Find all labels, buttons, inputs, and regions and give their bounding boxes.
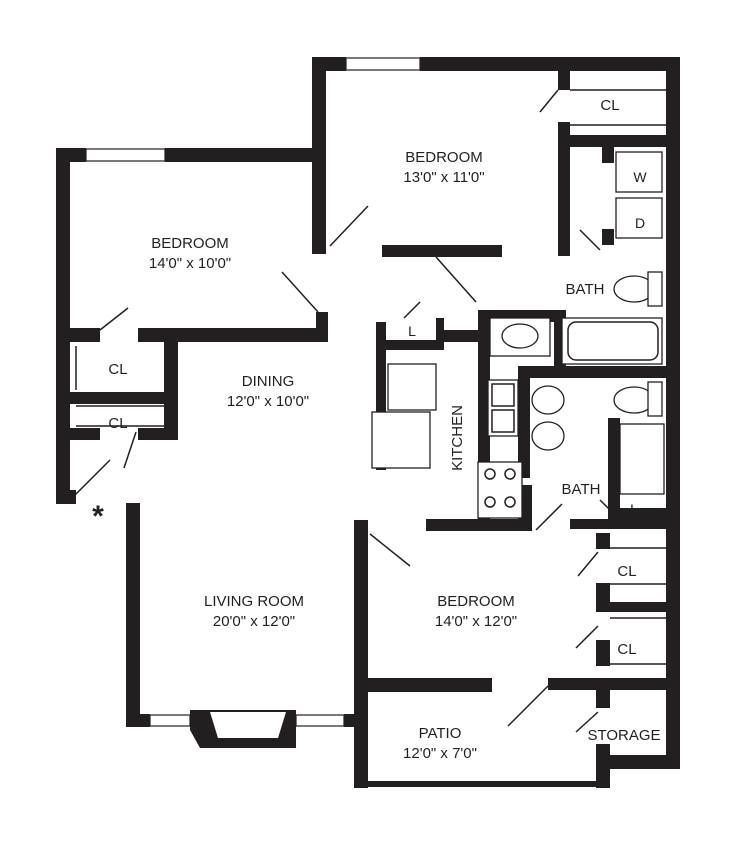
fixtures — [75, 89, 666, 665]
dryer-label: D — [635, 215, 645, 231]
closet-label-right-1: CL — [617, 563, 636, 580]
room-name-bedroom-top: BEDROOM — [405, 149, 483, 166]
room-name-dining: DINING — [242, 373, 295, 390]
room-size-living: 20'0" x 12'0" — [213, 613, 295, 630]
room-size-dining: 12'0" x 10'0" — [227, 393, 309, 410]
sink-icon-3 — [531, 421, 565, 451]
bath-label-top: BATH — [566, 281, 605, 298]
stove-icon — [477, 461, 523, 519]
closet-label-top: CL — [600, 97, 619, 114]
room-name-bedroom-bottom: BEDROOM — [437, 593, 515, 610]
room-name-living: LIVING ROOM — [204, 593, 304, 610]
room-size-bedroom-top: 13'0" x 11'0" — [403, 169, 484, 186]
room-labels: BEDROOM 13'0" x 11'0" BEDROOM 14'0" x 10… — [92, 97, 660, 762]
kitchen-sink-icon — [487, 379, 519, 437]
kitchen-label: KITCHEN — [449, 405, 466, 471]
room-name-patio: PATIO — [419, 725, 462, 742]
walls — [56, 57, 680, 788]
sink-icon — [501, 323, 539, 349]
bathtub-icon — [561, 317, 663, 365]
doors — [69, 89, 621, 733]
room-name-bedroom-left: BEDROOM — [151, 235, 229, 252]
closet-label-right-2: CL — [617, 641, 636, 658]
shower-icon — [619, 423, 665, 495]
storage-label: STORAGE — [587, 727, 660, 744]
fridge-icon — [387, 363, 437, 411]
bath-label-bottom: BATH — [562, 481, 601, 498]
linen-label-kitchen: L — [408, 323, 416, 339]
closet-label-left-1: CL — [108, 361, 127, 378]
closet-label-left-2: CL — [108, 415, 127, 432]
washer-label: W — [633, 169, 647, 185]
entry-marker: * — [92, 500, 104, 533]
room-size-bedroom-bottom: 14'0" x 12'0" — [435, 613, 517, 630]
dryer — [615, 197, 663, 239]
room-size-bedroom-left: 14'0" x 10'0" — [149, 255, 231, 272]
pantry-icon — [371, 411, 431, 469]
room-size-patio: 12'0" x 7'0" — [403, 745, 477, 762]
linen-label-bath: L — [630, 501, 638, 517]
washer — [615, 151, 663, 193]
sink-icon-2 — [531, 385, 565, 415]
windows — [85, 57, 421, 727]
